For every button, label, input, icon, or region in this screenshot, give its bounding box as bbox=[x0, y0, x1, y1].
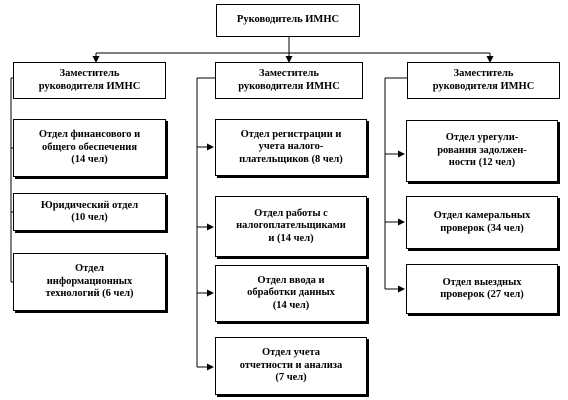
dept-data-entry: Отдел ввода и обработки данных (14 чел) bbox=[215, 265, 367, 322]
deputy-box-right: Заместитель руководителя ИМНС bbox=[407, 62, 560, 99]
dept-registration: Отдел регистрации и учета налого- плател… bbox=[215, 119, 367, 176]
dept-legal: Юридический отдел (10 чел) bbox=[13, 193, 166, 231]
deputy-box-left: Заместитель руководителя ИМНС bbox=[13, 62, 166, 99]
head-box: Руководитель ИМНС bbox=[216, 4, 360, 37]
dept-desk-audits: Отдел камеральных проверок (34 чел) bbox=[406, 196, 558, 249]
dept-debt: Отдел урегули- рования задолжен- ности (… bbox=[406, 120, 558, 182]
dept-field-audits: Отдел выездных проверок (27 чел) bbox=[406, 264, 558, 314]
dept-taxpayers: Отдел работы с налогоплательщиками и (14… bbox=[215, 196, 367, 257]
dept-reporting: Отдел учета отчетности и анализа (7 чел) bbox=[215, 337, 367, 395]
dept-finance: Отдел финансового и общего обеспечения (… bbox=[13, 119, 166, 177]
dept-it: Отдел информационных технологий (6 чел) bbox=[13, 253, 166, 311]
deputy-box-middle: Заместитель руководителя ИМНС bbox=[215, 62, 363, 99]
